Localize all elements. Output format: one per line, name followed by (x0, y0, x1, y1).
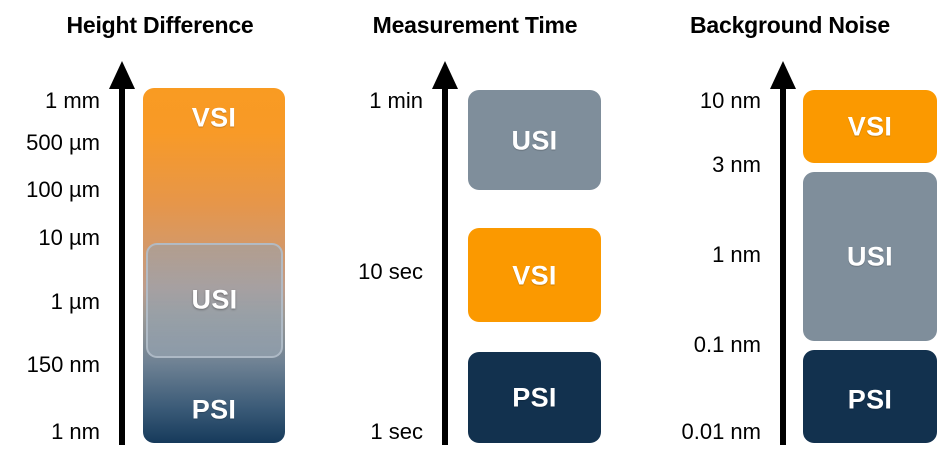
tick-label-height-3: 10 µm (38, 225, 100, 250)
tick-label-height-4: 1 µm (50, 289, 100, 314)
bar-label-psi-height: PSI (191, 394, 237, 425)
tick-label-noise-1: 3 nm (712, 152, 761, 177)
axis-arrowhead-icon (109, 61, 135, 89)
axis-arrow-measurement-time (432, 61, 458, 445)
bar-label-vsi-noise: VSI (847, 111, 893, 142)
bar-segment-usi-overlay-height (146, 243, 283, 358)
tick-label-noise-4: 0.01 nm (681, 419, 762, 444)
tick-label-time-1: 10 sec (358, 259, 423, 284)
tick-label-height-5: 150 nm (26, 352, 100, 377)
panel-height-difference: Height Difference 1 mm 500 µm 100 µm 10 … (0, 0, 320, 475)
tick-label-height-6: 1 nm (51, 419, 100, 444)
panel-title-height-difference: Height Difference (66, 12, 254, 38)
tick-label-height-2: 100 µm (26, 177, 100, 202)
panel-title-background-noise: Background Noise (689, 12, 890, 38)
tick-label-time-0: 1 min (369, 88, 423, 113)
bar-label-usi-time: USI (511, 125, 558, 156)
panel-background-noise: Background Noise 10 nm 3 nm 1 nm 0.1 nm … (630, 0, 950, 475)
panel-title-measurement-time: Measurement Time (372, 12, 578, 38)
tick-label-height-1: 500 µm (26, 130, 100, 155)
tick-label-height-0: 1 mm (45, 88, 100, 113)
bar-label-psi-noise: PSI (847, 384, 893, 415)
axis-shaft (780, 85, 786, 445)
bar-box-psi-noise (803, 350, 937, 443)
bar-box-usi-time (468, 90, 601, 190)
bar-box-vsi-time (468, 228, 601, 322)
axis-arrowhead-icon (432, 61, 458, 89)
bar-box-vsi-noise (803, 90, 937, 163)
panel-measurement-time: Measurement Time 1 min 10 sec 1 sec USI … (320, 0, 630, 475)
bar-box-usi-noise (803, 172, 937, 341)
axis-arrowhead-icon (770, 61, 796, 89)
bar-label-vsi-time: VSI (512, 260, 557, 291)
tick-label-time-2: 1 sec (370, 419, 423, 444)
axis-shaft (442, 85, 448, 445)
bar-box-psi-time (468, 352, 601, 443)
bar-label-vsi-height: VSI (191, 102, 237, 133)
tick-label-noise-0: 10 nm (699, 88, 761, 113)
axis-shaft (119, 85, 125, 445)
bar-label-usi-noise: USI (847, 241, 893, 272)
tick-label-noise-3: 0.1 nm (693, 332, 761, 357)
axis-arrow-height-difference (109, 61, 135, 445)
tick-label-noise-2: 1 nm (712, 242, 761, 267)
axis-arrow-background-noise (770, 61, 796, 445)
bar-label-usi-height: USI (191, 284, 238, 315)
bar-label-psi-time: PSI (512, 382, 557, 413)
